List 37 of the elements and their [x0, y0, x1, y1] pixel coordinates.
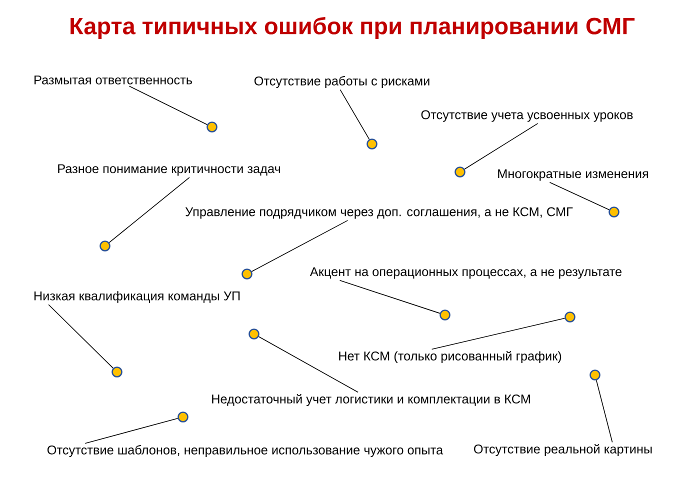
callout-label: Акцент на операционных процессах, а не результате: [310, 267, 622, 279]
callout-label: Многократные изменения: [498, 169, 648, 181]
marker-dot: [178, 412, 188, 422]
leader-line: [549, 182, 610, 210]
leader-line: [258, 336, 358, 393]
leader-line: [340, 89, 370, 140]
marker-dot: [608, 206, 620, 218]
leader-line: [84, 418, 178, 444]
leader-line: [128, 86, 208, 126]
marker-dot: [454, 166, 466, 178]
leader-line: [464, 123, 538, 170]
leader-line: [431, 318, 566, 350]
callout-label: Отсутствие работы с рисками: [254, 76, 430, 88]
callout-label: Размытая ответственность: [34, 76, 192, 84]
callout-label: Отсутствие шаблонов, неправильное использование чужого опыта: [47, 445, 444, 457]
callout-label: Отсутствие учета усвоенных уроков: [421, 110, 633, 122]
leader-line: [108, 176, 190, 243]
title: Карта типичных ошибок при планировании СМГ: [70, 16, 635, 40]
marker-dot: [242, 268, 252, 280]
marker-dot: [206, 122, 218, 132]
leader-line: [251, 220, 348, 272]
leader-line: [339, 280, 440, 314]
callout-label: Отсутствие реальной картины: [474, 444, 652, 456]
leader-line: [48, 304, 114, 369]
callout-label: Недостаточный учет логистики и комплектации в КСМ: [212, 394, 530, 406]
marker-dot: [100, 240, 110, 252]
marker-dot: [112, 366, 122, 378]
leader-line: [596, 380, 613, 443]
marker-dot: [366, 138, 378, 150]
callout-label: Разное понимание критичности задач: [58, 164, 280, 176]
callout-label: Управление подрядчиком через доп. соглашения, а не КСМ, СМГ: [185, 207, 573, 219]
callout-label: Низкая квалификация команды УП: [34, 291, 240, 303]
marker-dot: [440, 310, 450, 320]
marker-dot: [590, 370, 600, 380]
callout-label: Нет КСМ (только рисованный график): [339, 350, 562, 364]
marker-dot: [248, 328, 260, 340]
marker-dot: [564, 312, 576, 322]
